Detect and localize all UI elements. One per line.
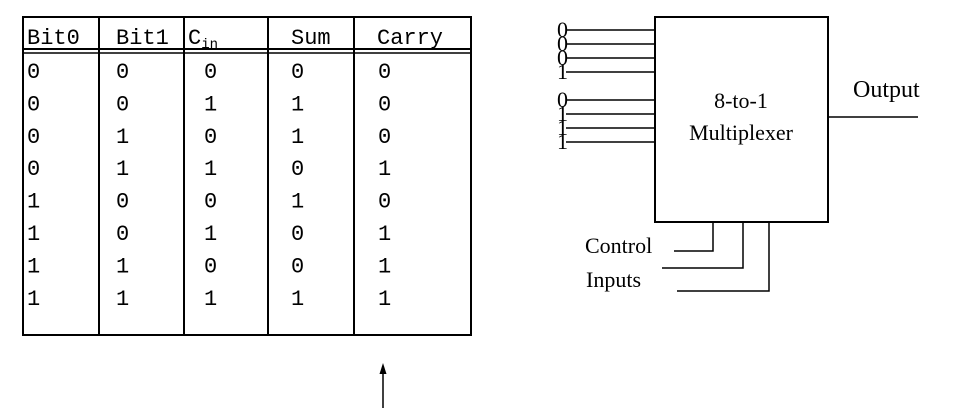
table-row: 1 0 0 1 0 — [27, 190, 391, 215]
mux-input-label: 1 — [557, 129, 568, 154]
table-row: 0 0 0 0 0 — [27, 60, 391, 85]
cell-carry: 1 — [378, 254, 391, 279]
table-frame — [22, 16, 472, 336]
mux-input: 0 — [557, 31, 655, 56]
mux-input: 0 — [557, 17, 655, 42]
header-sum: Sum — [291, 26, 331, 51]
cell-bit1: 0 — [116, 92, 129, 117]
output-label: Output — [853, 77, 920, 103]
table-row: 0 1 0 1 0 — [27, 125, 391, 150]
cell-sum: 0 — [291, 222, 304, 247]
cell-bit0: 0 — [27, 92, 40, 117]
cell-sum: 0 — [291, 254, 304, 279]
control-label-line1: Control — [585, 233, 652, 258]
cell-carry: 0 — [378, 92, 391, 117]
cell-bit0: 0 — [27, 125, 40, 150]
table-row: 0 0 1 1 0 — [27, 92, 391, 117]
mux-label-line2: Multiplexer — [689, 120, 794, 145]
cell-cin: 1 — [204, 287, 217, 312]
table-row: 1 1 0 0 1 — [27, 254, 391, 279]
cell-bit1: 1 — [116, 287, 129, 312]
cell-carry: 0 — [378, 60, 391, 85]
cell-cin: 1 — [204, 157, 217, 182]
cell-sum: 1 — [291, 287, 304, 312]
mux-input-label: 0 — [557, 45, 568, 70]
cell-bit0: 1 — [27, 287, 40, 312]
mux-input-label: 1 — [557, 115, 568, 140]
cell-bit0: 0 — [27, 157, 40, 182]
mux-input-label: 0 — [557, 87, 568, 112]
carry-arrow — [379, 363, 387, 408]
table-row: 1 0 1 0 1 — [27, 222, 391, 247]
arrow-head-icon — [379, 363, 387, 374]
mux-input: 1 — [557, 101, 655, 126]
mux-input-label: 0 — [557, 31, 568, 56]
header-cin: Cin — [188, 26, 218, 53]
cell-cin: 0 — [204, 190, 217, 215]
mux-input: 1 — [557, 59, 655, 84]
cell-cin: 1 — [204, 222, 217, 247]
cell-sum: 0 — [291, 60, 304, 85]
cell-carry: 1 — [378, 222, 391, 247]
cell-bit1: 0 — [116, 60, 129, 85]
control-label-line2: Inputs — [586, 267, 641, 292]
mux-input: 1 — [557, 115, 655, 140]
cell-carry: 0 — [378, 125, 391, 150]
cell-bit1: 0 — [116, 190, 129, 215]
control-line-2 — [662, 222, 744, 269]
cell-bit1: 1 — [116, 254, 129, 279]
control-line-1 — [674, 222, 714, 252]
cell-sum: 1 — [291, 92, 304, 117]
cell-bit1: 0 — [116, 222, 129, 247]
mux-input: 0 — [557, 45, 655, 70]
header-cin-main: C — [188, 26, 201, 51]
mux-input-label: 1 — [557, 101, 568, 126]
mux-label-line1: 8-to-1 — [714, 88, 768, 113]
table-row: 0 1 1 0 1 — [27, 157, 391, 182]
cell-bit1: 1 — [116, 157, 129, 182]
cell-cin: 1 — [204, 92, 217, 117]
cell-bit0: 0 — [27, 60, 40, 85]
table-rows: 0 0 0 0 0 0 0 1 1 0 0 1 0 1 0 0 1 1 0 1 1 0 0 1 0 1 0 1 0 1 1 1 0 0 1 1 1 1 1 1 — [27, 60, 391, 312]
header-bit1: Bit1 — [116, 26, 169, 51]
mux-box — [654, 16, 829, 223]
table-row: 1 1 1 1 1 — [27, 287, 391, 312]
cell-sum: 1 — [291, 125, 304, 150]
cell-bit0: 1 — [27, 190, 40, 215]
cell-cin: 0 — [204, 254, 217, 279]
header-cin-sub: in — [201, 37, 218, 53]
header-bit0: Bit0 — [27, 26, 80, 51]
cell-sum: 0 — [291, 157, 304, 182]
mux-input: 1 — [557, 129, 655, 154]
cell-cin: 0 — [204, 60, 217, 85]
mux-input-label: 0 — [557, 17, 568, 42]
cell-bit0: 1 — [27, 222, 40, 247]
cell-bit1: 1 — [116, 125, 129, 150]
mux-input-label: 1 — [557, 59, 568, 84]
cell-carry: 1 — [378, 287, 391, 312]
cell-bit0: 1 — [27, 254, 40, 279]
cell-carry: 1 — [378, 157, 391, 182]
cell-sum: 1 — [291, 190, 304, 215]
cell-carry: 0 — [378, 190, 391, 215]
mux-input: 0 — [557, 87, 655, 112]
control-line-3 — [677, 222, 770, 292]
cell-cin: 0 — [204, 125, 217, 150]
header-carry: Carry — [377, 26, 443, 51]
